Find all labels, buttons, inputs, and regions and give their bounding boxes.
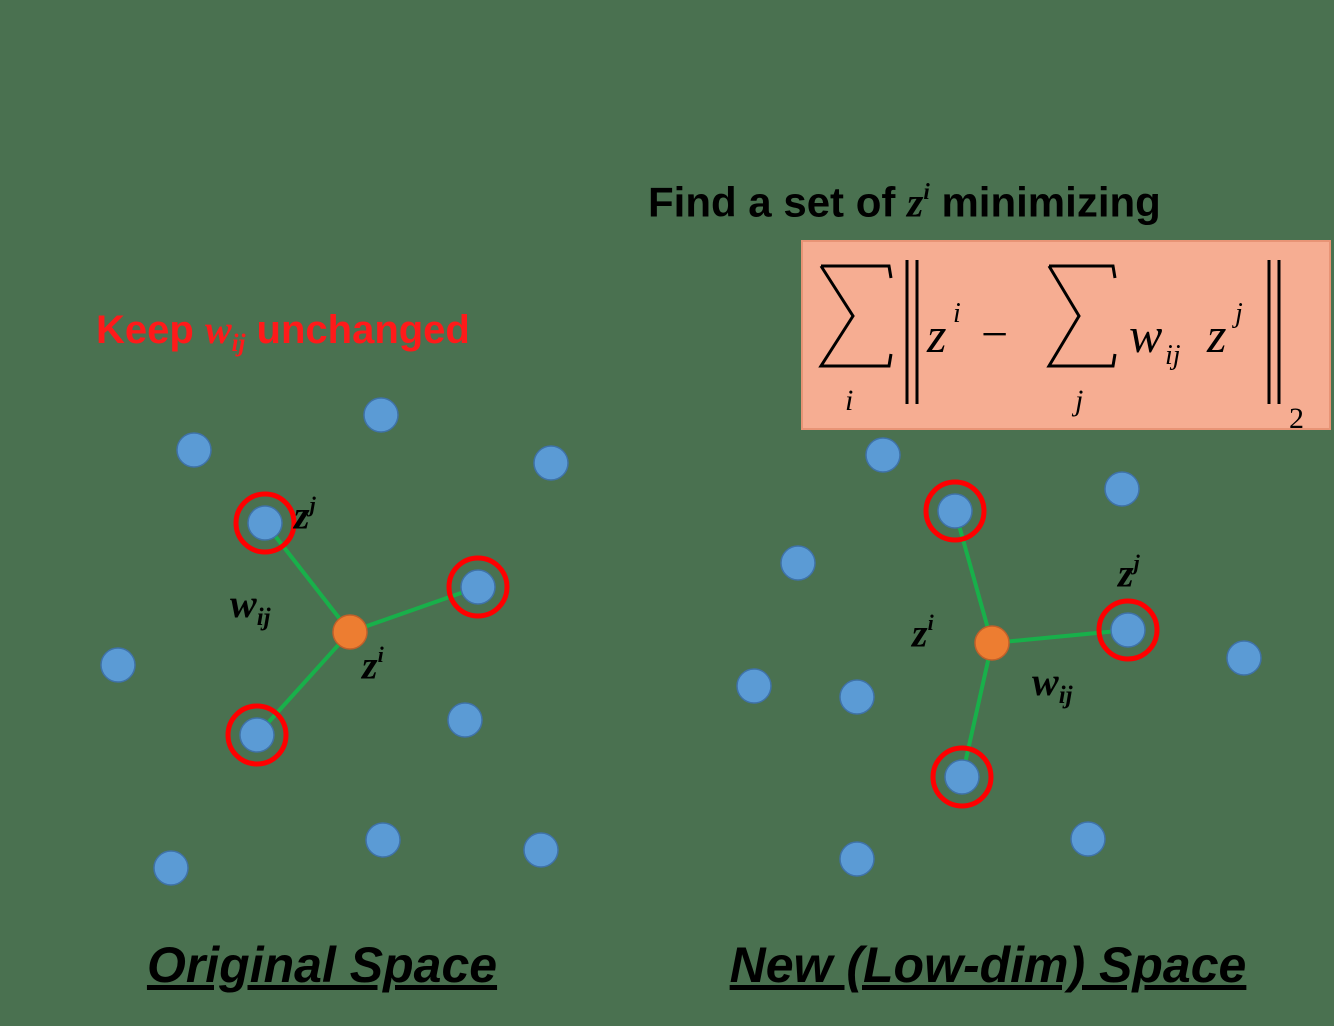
right-neighbor-ring-2 <box>930 745 994 809</box>
right-edge-0 <box>953 510 994 644</box>
formula-box: i j z i w ij z j 2 − <box>801 240 1331 432</box>
left-point-3 <box>100 647 136 683</box>
inner-sigma <box>1046 264 1117 368</box>
right-point-4 <box>839 679 875 715</box>
right-neighbor-ring-1 <box>1096 598 1160 662</box>
right-point-0 <box>865 437 901 473</box>
formula-svg: i j z i w ij z j 2 − <box>818 260 1304 432</box>
outer-index: i <box>845 384 853 417</box>
right-point-5 <box>1226 640 1262 676</box>
norm-sub: 2 <box>1289 402 1304 432</box>
z-right: z <box>1206 307 1226 363</box>
heading-suffix: minimizing <box>929 178 1161 226</box>
w-term-sub: ij <box>1165 340 1181 371</box>
left-zi-label: zi <box>362 642 384 688</box>
heading-prefix: Find a set of <box>648 178 908 226</box>
left-point-5 <box>365 822 401 858</box>
left-point-2 <box>533 445 569 481</box>
z-right-sup: j <box>1232 298 1243 329</box>
left-zj-label: zj <box>294 492 316 538</box>
outer-sigma <box>818 264 893 368</box>
left-w-label: wij <box>230 581 271 631</box>
right-point-7 <box>1070 821 1106 857</box>
keep-prefix: Keep <box>96 308 205 352</box>
right-point-2 <box>780 545 816 581</box>
left-neighbor-ring-2 <box>225 703 289 767</box>
objective-heading: Find a set of zi minimizing <box>648 178 1161 227</box>
z-left: z <box>926 307 946 363</box>
right-point-6 <box>839 841 875 877</box>
right-neighbor-point-0 <box>937 493 973 529</box>
left-point-0 <box>176 432 212 468</box>
w-term: w <box>1129 307 1162 363</box>
heading-var: z <box>907 180 924 227</box>
right-neighbor-point-1 <box>1110 612 1146 648</box>
keep-var: w <box>204 307 232 352</box>
z-left-sup: i <box>953 298 961 329</box>
left-point-4 <box>447 702 483 738</box>
right-zj-label: zj <box>1118 550 1140 596</box>
left-neighbor-point-1 <box>460 569 496 605</box>
left-neighbor-ring-0 <box>233 491 297 555</box>
minus-sign: − <box>981 308 1008 361</box>
right-zi-label: zi <box>912 610 934 656</box>
caption-original-space: Original Space <box>146 937 498 993</box>
right-edge-1 <box>991 628 1129 645</box>
left-neighbor-point-2 <box>239 717 275 753</box>
left-point-7 <box>153 850 189 886</box>
inner-index: j <box>1071 384 1083 417</box>
left-edge-0 <box>263 521 352 634</box>
right-neighbor-ring-0 <box>923 479 987 543</box>
left-edge-1 <box>349 585 479 634</box>
left-neighbor-point-0 <box>247 505 283 541</box>
left-neighbor-ring-1 <box>446 555 510 619</box>
left-point-6 <box>523 832 559 868</box>
right-point-1 <box>1104 471 1140 507</box>
keep-suffix: unchanged <box>245 308 470 352</box>
left-center-point <box>332 614 368 650</box>
right-center-point <box>974 625 1010 661</box>
right-point-3 <box>736 668 772 704</box>
caption-new-space: New (Low-dim) Space <box>729 937 1247 993</box>
keep-var-sub: ij <box>231 329 246 357</box>
heading-var-sup: i <box>923 178 930 204</box>
left-point-1 <box>363 397 399 433</box>
right-neighbor-point-2 <box>944 759 980 795</box>
right-edge-2 <box>960 642 994 778</box>
keep-weights-label: Keep wij unchanged <box>96 306 470 358</box>
right-w-label: wij <box>1032 659 1073 709</box>
left-edge-2 <box>255 630 352 737</box>
